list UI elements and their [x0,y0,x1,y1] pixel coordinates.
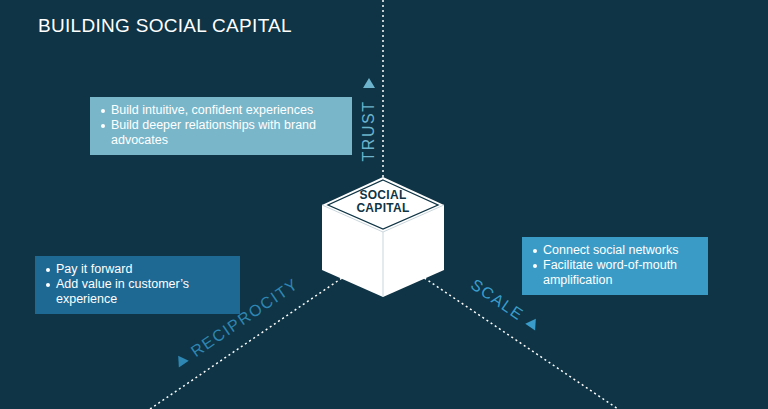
bullet-dot [46,268,50,272]
cube-label: SOCIAL CAPITAL [338,189,428,215]
bullet-box: Pay it forwardAdd value in customer’s ex… [35,256,240,314]
bullet-item: Pay it forward [45,262,230,277]
axis-label-trust: TRUST [360,101,378,162]
bullet-item: Add value in customer’s experience [45,277,230,307]
bullet-box: Build intuitive, confident experiencesBu… [90,97,352,155]
cube-body [322,177,444,297]
diagram-title: BUILDING SOCIAL CAPITAL [38,15,292,37]
bullet-item: Facilitate word-of-mouth amplification [532,258,698,288]
scale-arrow [525,315,541,330]
trust-axis [382,0,384,182]
bullet-item: Build intuitive, confident experiences [100,103,342,118]
cube-node: SOCIAL CAPITAL [322,177,444,297]
cube-edge [383,232,384,297]
reciprocity-arrow [173,352,189,367]
bullet-dot [533,249,537,253]
bullet-dot [46,283,50,287]
bullet-dot [101,124,105,128]
axis-label-scale: SCALE [467,276,527,325]
bullet-dot [101,109,105,113]
cube-top-face [328,180,438,229]
bullet-dot [533,264,537,268]
bullet-item: Connect social networks [532,243,698,258]
bullet-box: Connect social networksFacilitate word-o… [522,237,708,295]
bullet-item: Build deeper relationships with brand ad… [100,118,342,148]
trust-arrow [363,78,375,88]
